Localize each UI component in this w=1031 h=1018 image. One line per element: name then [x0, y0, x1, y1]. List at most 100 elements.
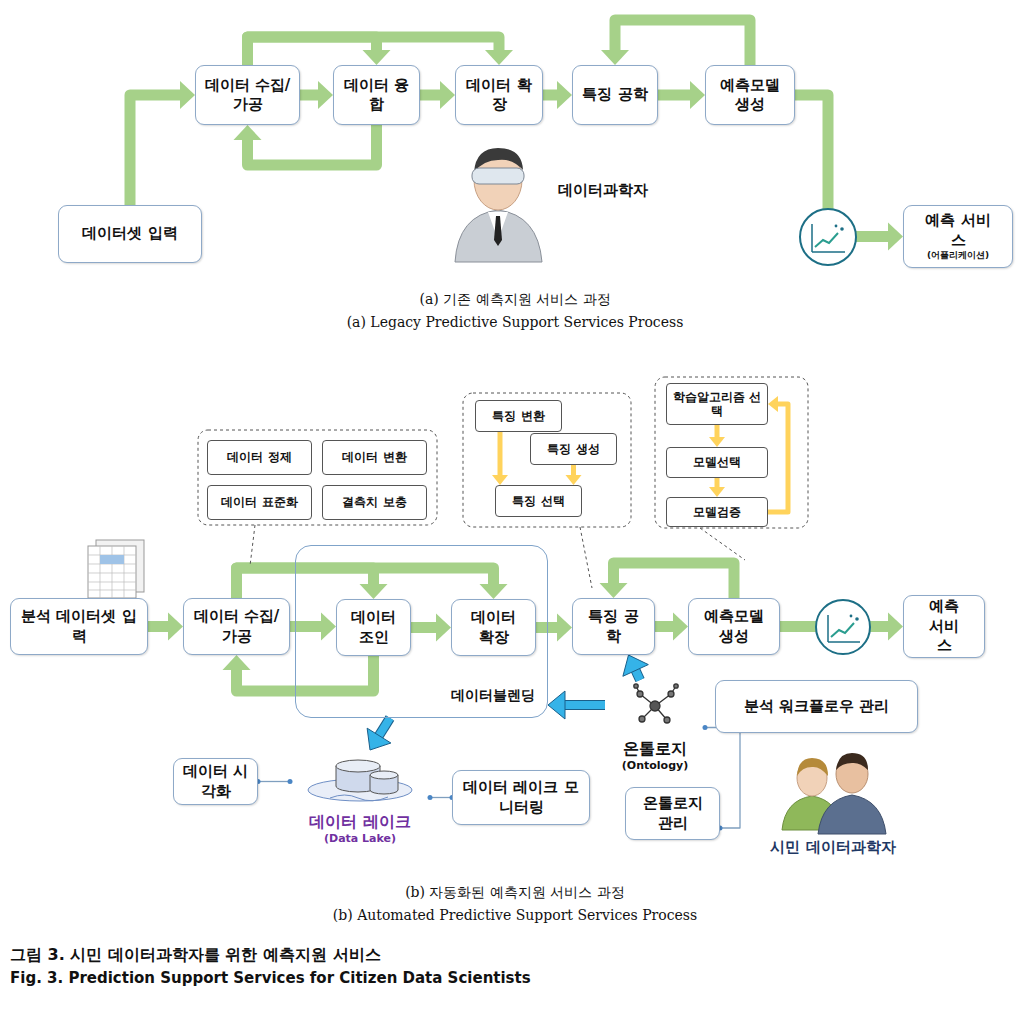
flow-arrow — [130, 81, 195, 205]
step-box: 데이터 정제 — [207, 440, 312, 475]
flow-arrow — [623, 655, 648, 680]
flow-arrow — [428, 795, 455, 800]
flow-arrow — [237, 568, 508, 599]
node-text: 예측 서비스 — [922, 597, 966, 656]
step-box: 학습알고리즘 선택 — [666, 383, 768, 425]
node-text: 분석 데이터셋 입력 — [19, 607, 139, 646]
step-box: 결측치 보충 — [322, 485, 427, 520]
node-text: 특징 변환 — [492, 409, 544, 423]
process-box: 특징 공학 — [572, 65, 658, 125]
node-text: (어플리케이션) — [927, 250, 989, 262]
node-text: 데이터 레이크 — [309, 812, 411, 832]
flow-arrow — [420, 81, 455, 109]
caption-text: 그림 3. 시민 데이터과학자를 위한 예측지원 서비스 — [10, 945, 381, 966]
step-box: 모델검증 — [666, 497, 768, 527]
flow-arrow — [768, 396, 788, 512]
process-box: 예측모델 생성 — [705, 65, 795, 125]
step-box: 특징 변환 — [475, 400, 562, 432]
step-box: 특징 생성 — [530, 433, 617, 465]
process-box: 예측모델 생성 — [688, 598, 780, 655]
input-box: 데이터셋 입력 — [58, 205, 202, 263]
workflow-box: 분석 워크플로우 관리 — [715, 680, 918, 733]
flow-arrow — [548, 691, 605, 719]
flow-arrow — [566, 465, 582, 485]
node-text: 특징 생성 — [547, 442, 599, 456]
node-text: 데이터 수집/가공 — [192, 607, 281, 646]
node-text: 예측 서비스 — [922, 211, 994, 250]
flow-arrow — [367, 718, 391, 750]
process-box: 데이터 조인 — [336, 599, 411, 656]
node-text: 온톨로지 — [623, 739, 687, 759]
process-box: 데이터 확장 — [455, 65, 543, 125]
node-text: 데이터 확장 — [464, 76, 534, 115]
subcaption: (a) Legacy Predictive Support Services P… — [347, 314, 684, 330]
flow-arrow — [709, 425, 725, 447]
spreadsheet-icon — [88, 540, 144, 598]
process-box: 특징 공학 — [572, 598, 655, 655]
node-text: 데이터 변환 — [342, 450, 406, 464]
role-label: 시민 데이터과학자 — [770, 838, 895, 857]
ontology-node: 온톨로지(Ontology) — [605, 680, 705, 775]
process-box: 데이터 융합 — [333, 65, 420, 125]
node-text: 예측모델 생성 — [697, 607, 771, 646]
flow-arrow — [248, 37, 514, 65]
subcaption: (b) 자동화된 예측지원 서비스 과정 — [405, 884, 625, 902]
step-box: 모델선택 — [666, 447, 768, 478]
flow-arrow — [658, 81, 705, 109]
node-text: 결측치 보충 — [342, 495, 406, 509]
node-text: 데이터 레이크 모니터링 — [461, 778, 581, 817]
node-text: 데이터 조인 — [345, 608, 402, 647]
flow-arrow — [655, 613, 688, 641]
subcaption: (b) Automated Predictive Support Service… — [333, 907, 697, 923]
node-text: 데이터 수집/가공 — [204, 76, 291, 115]
node-text: 특징 공학 — [582, 85, 647, 105]
flow-arrow — [223, 655, 374, 691]
node-text: 데이터 융합 — [342, 76, 411, 115]
process-box: 데이터 수집/가공 — [195, 65, 300, 125]
flow-arrow — [600, 563, 735, 598]
flow-arrow — [411, 614, 451, 642]
node-text: (Ontology) — [622, 759, 688, 773]
flow-arrow — [492, 432, 508, 485]
chart-icon — [800, 209, 856, 265]
tool-box: 데이터 레이크 모니터링 — [452, 770, 590, 825]
node-text: 분석 워크플로우 관리 — [744, 697, 889, 717]
node-text: 온톨로지 관리 — [634, 794, 711, 833]
node-text: 데이터 확장 — [460, 608, 527, 647]
data-scientist-figure — [455, 148, 542, 262]
service-box: 예측 서비스 — [903, 595, 985, 658]
flow-arrow — [148, 613, 183, 641]
node-text: 모델검증 — [693, 505, 741, 519]
subcaption: (a) 기존 예측지원 서비스 과정 — [419, 291, 610, 309]
step-box: 데이터 변환 — [322, 440, 427, 475]
node-text: 예측모델 생성 — [714, 76, 786, 115]
flow-arrow — [601, 20, 750, 65]
node-text: 데이터 시각화 — [182, 762, 249, 801]
ontology-icon — [634, 684, 678, 723]
node-text: 모델선택 — [693, 455, 741, 469]
node-text: (Data Lake) — [324, 832, 396, 846]
tool-box: 데이터 시각화 — [173, 758, 258, 805]
node-text: 데이터 표준화 — [221, 495, 297, 509]
node-text: 데이터 정제 — [227, 450, 291, 464]
flow-arrow — [234, 125, 377, 165]
tool-box: 온톨로지 관리 — [625, 787, 720, 840]
caption-text: Fig. 3. Prediction Support Services for … — [10, 969, 531, 987]
input-box: 분석 데이터셋 입력 — [10, 598, 148, 655]
citizen-figure — [782, 753, 886, 834]
step-box: 특징 선택 — [495, 485, 582, 517]
flow-arrow — [256, 779, 293, 784]
flow-arrow — [300, 81, 333, 109]
process-box: 데이터 수집/가공 — [183, 598, 290, 655]
blending-group: 데이터블렌딩 데이터 조인 데이터 확장 — [295, 545, 548, 718]
node-text: 특징 선택 — [512, 494, 564, 508]
flow-arrow — [290, 613, 336, 641]
flow-arrow — [709, 478, 725, 497]
step-box: 데이터 표준화 — [207, 485, 312, 520]
node-text: 데이터블렌딩 — [449, 687, 537, 705]
data-lake-node: 데이터 레이크(Data Lake) — [290, 750, 430, 848]
service-box: 예측 서비스(어플리케이션) — [903, 205, 1013, 268]
chart-icon — [816, 600, 870, 654]
node-text: 학습알고리즘 선택 — [672, 390, 762, 419]
